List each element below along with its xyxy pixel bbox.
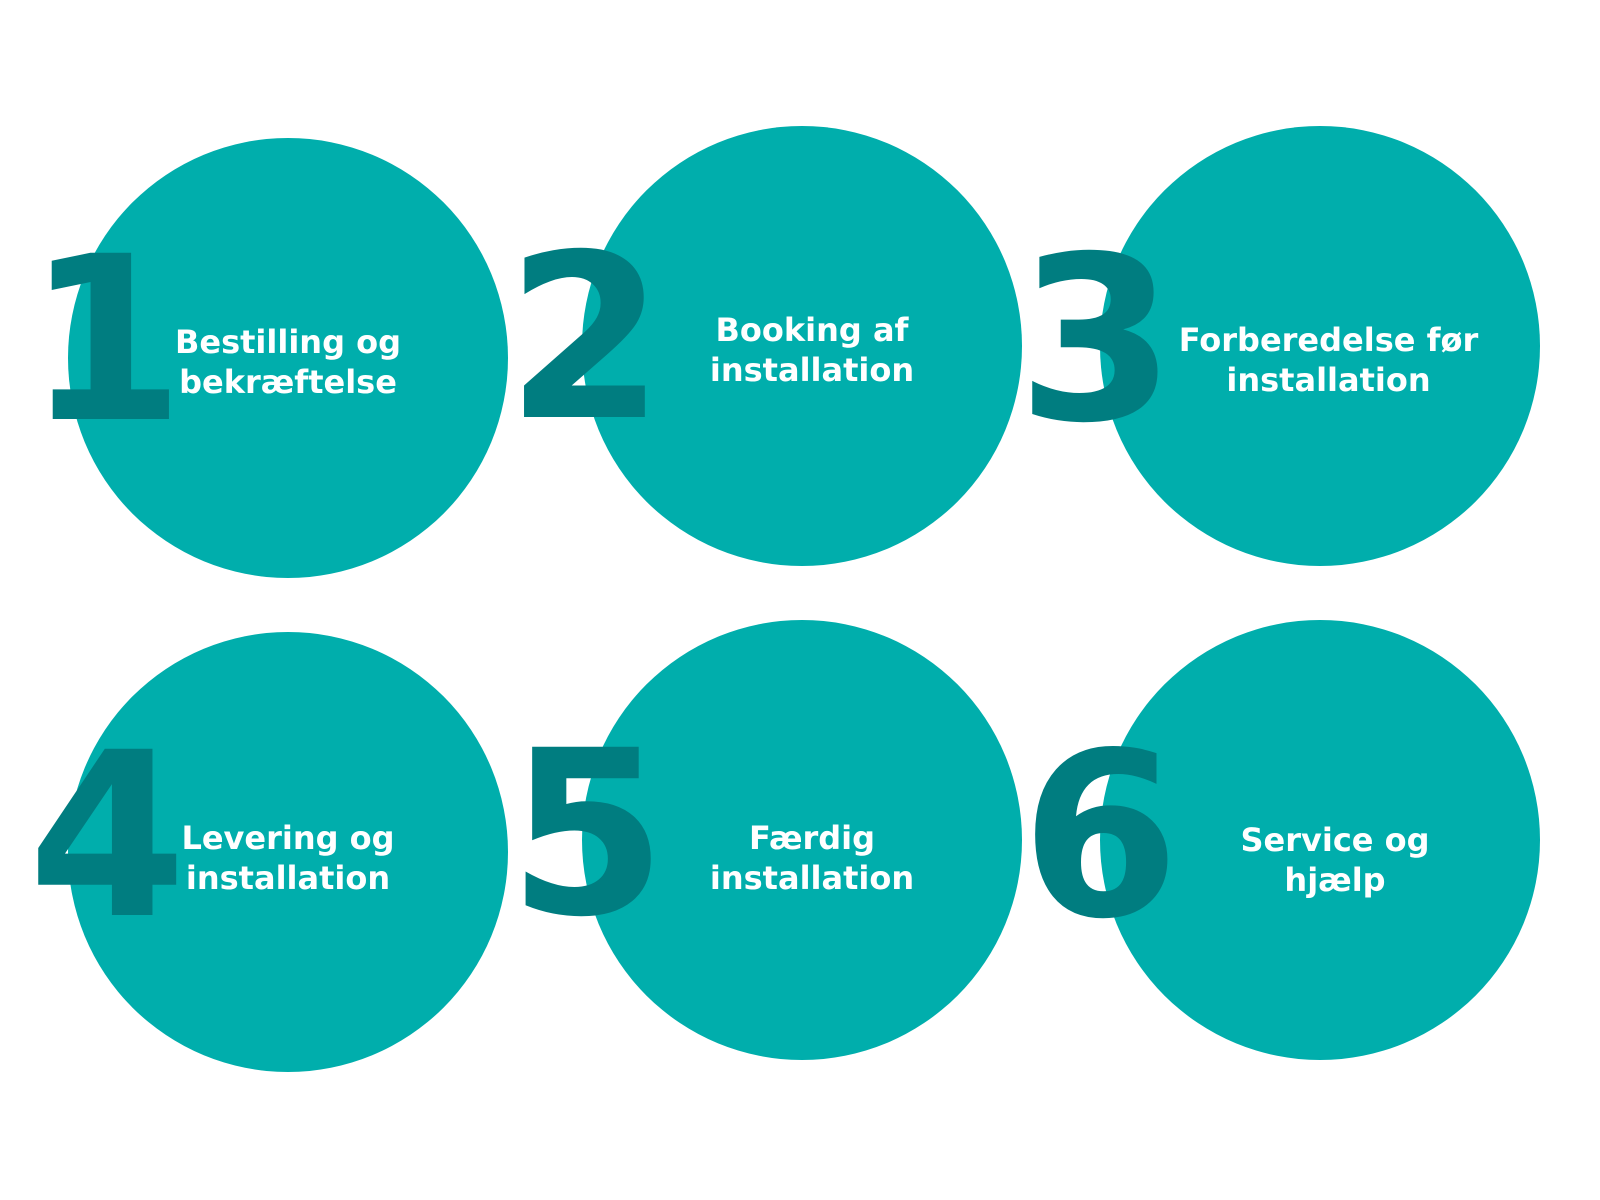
step-label: Booking af installation [667, 310, 957, 390]
step-label: Forberedelse før installation [1176, 320, 1481, 400]
step-label-line-2: hjælp [1284, 861, 1386, 899]
step-circle [1100, 620, 1540, 1060]
step-circle [1100, 126, 1540, 566]
step-label-line-1: Booking af [715, 311, 909, 349]
step-label-line-1: Færdig [748, 819, 876, 857]
step-label-line-2: installation [709, 351, 915, 389]
step-number: 6 [1021, 703, 1180, 969]
step-label: Bestilling og bekræftelse [143, 322, 433, 402]
step-label: Service og hjælp [1190, 820, 1480, 900]
step-circle [582, 126, 1022, 566]
step-label: Levering og installation [143, 818, 433, 898]
step-label-line-2: installation [185, 859, 391, 897]
step-label-line-1: Forberedelse før [1178, 321, 1479, 359]
step-number: 5 [508, 701, 667, 967]
step-label-line-2: bekræftelse [179, 363, 397, 401]
step-number: 4 [28, 703, 187, 969]
step-circle [68, 632, 508, 1072]
step-number: 2 [506, 205, 665, 471]
step-number: 3 [1017, 207, 1176, 473]
step-label-line-1: Bestilling og [174, 323, 402, 361]
step-circle [582, 620, 1022, 1060]
step-label-line-1: Levering og [181, 819, 395, 857]
step-label: Færdig installation [667, 818, 957, 898]
step-label-line-2: installation [1226, 361, 1431, 399]
step-number: 1 [26, 207, 185, 473]
step-circle [68, 138, 508, 578]
step-label-line-1: Service og [1240, 821, 1430, 859]
step-label-line-2: installation [709, 859, 915, 897]
